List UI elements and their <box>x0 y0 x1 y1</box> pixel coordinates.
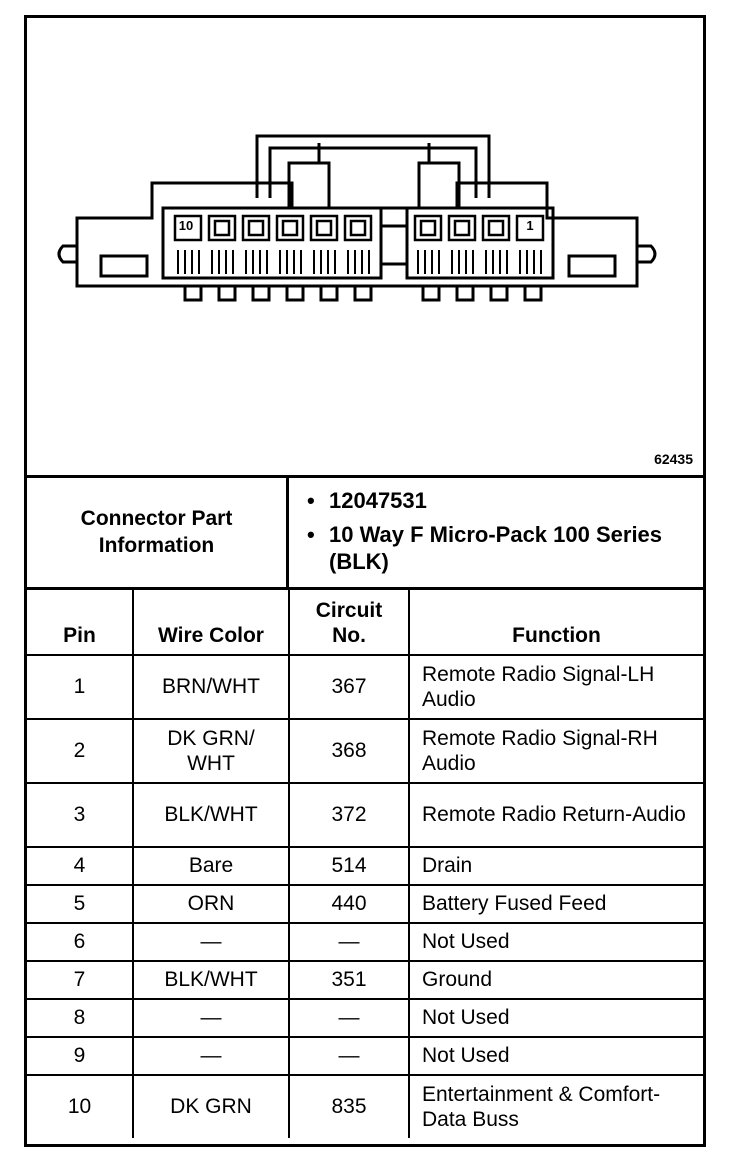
circuit-cell: 835 <box>288 1074 410 1138</box>
pin-cell: 2 <box>27 718 134 784</box>
connector-drawing: 10 1 62435 <box>27 18 703 478</box>
pin-cell: 3 <box>27 782 134 848</box>
connector-diagram: 10 1 <box>57 134 657 302</box>
figure-number: 62435 <box>654 451 693 467</box>
wire-color-cell: Bare <box>132 846 290 886</box>
circuit-cell: 351 <box>288 960 410 1000</box>
wire-color-cell: — <box>132 922 290 962</box>
connector-info: Connector Part Information 12047531 10 W… <box>27 478 703 590</box>
wire-color-cell: BRN/WHT <box>132 654 290 720</box>
function-cell: Not Used <box>408 998 703 1038</box>
pin-cell: 5 <box>27 884 134 924</box>
function-cell: Drain <box>408 846 703 886</box>
pin-10-label: 10 <box>179 218 193 233</box>
table-row: 8——Not Used <box>27 998 703 1038</box>
pin-cell: 10 <box>27 1074 134 1138</box>
wire-color-cell: DK GRN/ WHT <box>132 718 290 784</box>
table-row: 9——Not Used <box>27 1036 703 1076</box>
pin-cell: 7 <box>27 960 134 1000</box>
function-cell: Battery Fused Feed <box>408 884 703 924</box>
function-cell: Ground <box>408 960 703 1000</box>
circuit-cell: 514 <box>288 846 410 886</box>
wire-color-cell: — <box>132 1036 290 1076</box>
pin-1-label: 1 <box>526 218 533 233</box>
header-wire-color: Wire Color <box>132 590 290 656</box>
connector-info-label: Connector Part Information <box>27 478 289 587</box>
circuit-cell: 367 <box>288 654 410 720</box>
function-cell: Not Used <box>408 1036 703 1076</box>
function-cell: Remote Radio Signal-RH Audio <box>408 718 703 784</box>
circuit-cell: — <box>288 998 410 1038</box>
header-circuit: Circuit No. <box>288 590 410 656</box>
pin-cell: 6 <box>27 922 134 962</box>
header-pin: Pin <box>27 590 134 656</box>
function-cell: Remote Radio Return-Audio <box>408 782 703 848</box>
table-row: 6——Not Used <box>27 922 703 962</box>
function-cell: Entertainment & Comfort-Data Buss <box>408 1074 703 1138</box>
connector-info-list: 12047531 10 Way F Micro-Pack 100 Series … <box>289 478 703 587</box>
circuit-cell: — <box>288 922 410 962</box>
wire-color-cell: DK GRN <box>132 1074 290 1138</box>
pin-cell: 9 <box>27 1036 134 1076</box>
wire-color-cell: — <box>132 998 290 1038</box>
pin-cell: 8 <box>27 998 134 1038</box>
connector-type: 10 Way F Micro-Pack 100 Series (BLK) <box>307 522 703 575</box>
connector-sheet: 10 1 62435 Connector Part Information 12… <box>24 15 706 1147</box>
pin-cell: 1 <box>27 654 134 720</box>
header-function: Function <box>408 590 703 656</box>
pin-table-header: Pin Wire Color Circuit No. Function <box>27 590 703 656</box>
function-cell: Remote Radio Signal-LH Audio <box>408 654 703 720</box>
circuit-cell: 440 <box>288 884 410 924</box>
wire-color-cell: BLK/WHT <box>132 782 290 848</box>
circuit-cell: 368 <box>288 718 410 784</box>
part-number: 12047531 <box>307 488 703 515</box>
circuit-cell: 372 <box>288 782 410 848</box>
wire-color-cell: ORN <box>132 884 290 924</box>
pin-cell: 4 <box>27 846 134 886</box>
wire-color-cell: BLK/WHT <box>132 960 290 1000</box>
circuit-cell: — <box>288 1036 410 1076</box>
function-cell: Not Used <box>408 922 703 962</box>
